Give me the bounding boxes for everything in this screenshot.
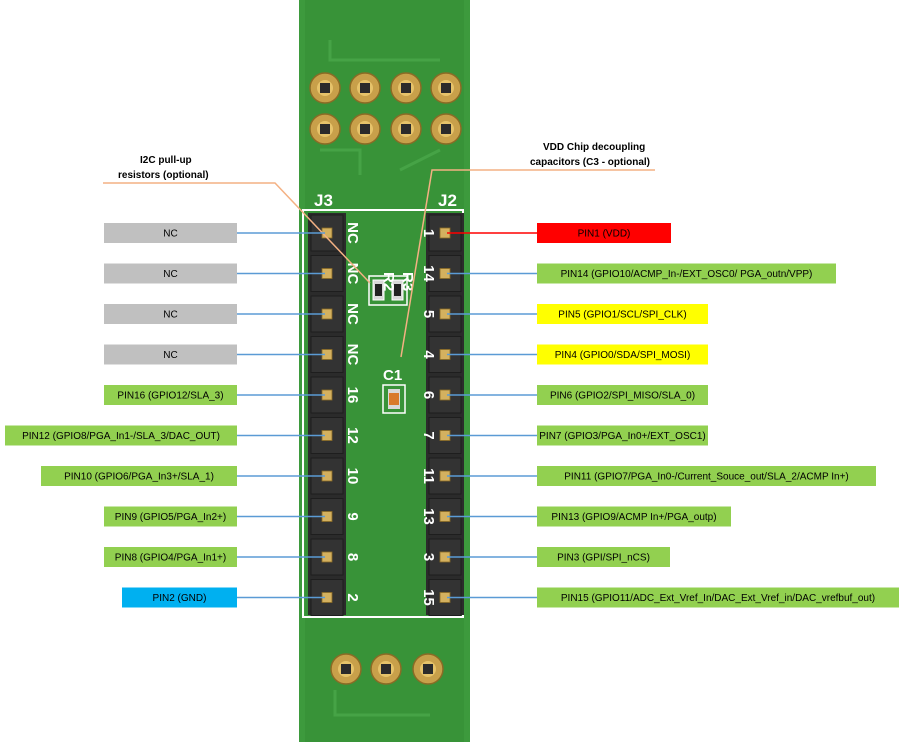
silk-label-j3: 9 xyxy=(344,512,361,520)
mounting-pad xyxy=(309,72,341,104)
pin-label: NC xyxy=(104,344,237,365)
pin-label: NC xyxy=(104,223,237,243)
silk-left-numbers: NC NC NC NC 16 12 10 9 8 2 xyxy=(344,222,361,602)
mounting-pad xyxy=(309,113,341,145)
pin-label: PIN4 (GPIO0/SDA/SPI_MOSI) xyxy=(537,344,708,365)
pin-label: PIN15 (GPIO11/ADC_Ext_Vref_In/DAC_Ext_Vr… xyxy=(537,587,899,608)
mounting-pad xyxy=(430,113,462,145)
pin-label: NC xyxy=(104,263,237,284)
pin-label-text: PIN14 (GPIO10/ACMP_In-/EXT_OSC0/ PGA_out… xyxy=(561,269,813,280)
mounting-pad xyxy=(412,653,444,685)
silk-right-numbers: 1 14 5 4 6 7 11 13 3 15 xyxy=(420,229,437,606)
pin-label-text: PIN5 (GPIO1/SCL/SPI_CLK) xyxy=(558,310,686,321)
pin-label: PIN1 (VDD) xyxy=(537,223,671,243)
label-r3: R3 xyxy=(399,272,416,291)
pin-label-text: PIN16 (GPIO12/SLA_3) xyxy=(117,391,223,402)
pin-label-text: NC xyxy=(163,229,177,240)
silk-label-j3: 10 xyxy=(344,468,361,485)
pin-label: PIN6 (GPIO2/SPI_MISO/SLA_0) xyxy=(537,385,708,405)
pin-label-text: PIN2 (GND) xyxy=(153,593,207,604)
mounting-pad xyxy=(370,653,402,685)
silk-label-j2: 5 xyxy=(420,310,437,318)
pin-label: PIN14 (GPIO10/ACMP_In-/EXT_OSC0/ PGA_out… xyxy=(537,263,836,284)
pin-label-text: PIN7 (GPIO3/PGA_In0+/EXT_OSC1) xyxy=(539,431,705,442)
header-pin xyxy=(428,538,462,576)
i2c-annotation-line2: resistors (optional) xyxy=(118,170,209,181)
capacitor-c1 xyxy=(382,384,406,414)
resistor-r3 xyxy=(391,279,404,301)
silk-label-j2: 13 xyxy=(420,508,437,525)
left-pin-labels: NC NC NC NC PIN16 (GPIO12/SLA_3) PIN12 (GPIO8… xyxy=(5,223,237,608)
top-mounting-pads xyxy=(309,72,462,145)
silk-label-j2: 11 xyxy=(420,468,437,484)
silk-label-j2: 4 xyxy=(420,350,437,359)
silk-label-j3: NC xyxy=(344,263,361,285)
pin-label: PIN8 (GPIO4/PGA_In1+) xyxy=(104,547,237,567)
pin-label-text: PIN9 (GPIO5/PGA_In2+) xyxy=(115,512,226,523)
right-pin-labels: PIN1 (VDD) PIN14 (GPIO10/ACMP_In-/EXT_OSC… xyxy=(537,223,899,608)
vdd-annotation-line1: VDD Chip decoupling xyxy=(543,142,645,153)
i2c-annotation-line xyxy=(103,182,371,284)
mounting-pad xyxy=(330,653,362,685)
label-c1: C1 xyxy=(383,367,402,384)
pin-label: PIN5 (GPIO1/SCL/SPI_CLK) xyxy=(537,304,708,324)
pin-label: PIN16 (GPIO12/SLA_3) xyxy=(104,385,237,405)
silk-label-j3: NC xyxy=(344,303,361,325)
pin-leader-lines xyxy=(237,232,537,599)
pin-label: PIN2 (GND) xyxy=(122,587,237,608)
header-j3-title: J3 xyxy=(314,191,333,210)
silk-label-j3: NC xyxy=(344,344,361,366)
pin-label-text: NC xyxy=(163,269,177,280)
i2c-annotation-line1: I2C pull-up xyxy=(140,155,192,166)
silk-label-j3: 16 xyxy=(344,387,361,404)
pin-label-text: PIN13 (GPIO9/ACMP In+/PGA_outp) xyxy=(551,512,716,523)
silk-label-j2: 6 xyxy=(420,391,437,399)
pin-label-text: NC xyxy=(163,310,177,321)
vdd-annotation-line2: capacitors (C3 - optional) xyxy=(530,157,650,168)
pin-label-text: PIN10 (GPIO6/PGA_In3+/SLA_1) xyxy=(64,472,214,483)
mounting-pad xyxy=(390,113,422,145)
pin-label-text: NC xyxy=(163,350,177,361)
pin-label-text: PIN6 (GPIO2/SPI_MISO/SLA_0) xyxy=(550,391,695,402)
pcb-traces xyxy=(320,40,441,717)
silk-label-j2: 3 xyxy=(420,553,437,561)
pin-label-text: PIN8 (GPIO4/PGA_In1+) xyxy=(115,553,226,564)
pin-label: PIN9 (GPIO5/PGA_In2+) xyxy=(104,506,237,527)
pin-label: PIN3 (GPI/SPI_nCS) xyxy=(537,547,670,567)
silk-label-j2: 15 xyxy=(420,589,437,606)
header-pin xyxy=(310,336,344,373)
header-j2-title: J2 xyxy=(438,191,457,210)
silk-label-j3: 8 xyxy=(344,553,361,561)
header-pins xyxy=(310,214,462,616)
mounting-pad xyxy=(430,72,462,104)
pin-label: PIN10 (GPIO6/PGA_In3+/SLA_1) xyxy=(41,466,237,486)
resistor-r2 xyxy=(372,279,385,301)
silk-label-j3: NC xyxy=(344,222,361,244)
pin-label-text: PIN3 (GPI/SPI_nCS) xyxy=(557,553,650,564)
pin-label-text: PIN12 (GPIO8/PGA_In1-/SLA_3/DAC_OUT) xyxy=(22,431,220,442)
pin-label-text: PIN1 (VDD) xyxy=(578,229,631,240)
silk-label-j3: 2 xyxy=(344,593,361,601)
pin-label: NC xyxy=(104,304,237,324)
pin-label: PIN13 (GPIO9/ACMP In+/PGA_outp) xyxy=(537,506,731,527)
pin-label-text: PIN15 (GPIO11/ADC_Ext_Vref_In/DAC_Ext_Vr… xyxy=(561,593,875,604)
header-pin xyxy=(428,457,462,495)
silk-label-j2: 7 xyxy=(420,431,437,439)
pin-label: PIN11 (GPIO7/PGA_In0-/Current_Souce_out/… xyxy=(537,466,876,486)
resistor-outline xyxy=(368,275,408,306)
silk-label-j3: 12 xyxy=(344,427,361,444)
pin-label-text: PIN11 (GPIO7/PGA_In0-/Current_Souce_out/… xyxy=(564,472,849,483)
mounting-pad xyxy=(390,72,422,104)
silk-label-j2: 1 xyxy=(420,229,437,237)
label-r2: R2 xyxy=(380,272,397,291)
pin-label-text: PIN4 (GPIO0/SDA/SPI_MOSI) xyxy=(555,350,691,361)
pin-label: PIN12 (GPIO8/PGA_In1-/SLA_3/DAC_OUT) xyxy=(5,425,237,446)
mounting-pad xyxy=(349,72,381,104)
pin-label: PIN7 (GPIO3/PGA_In0+/EXT_OSC1) xyxy=(537,425,708,446)
vdd-annotation-line xyxy=(400,169,655,358)
bottom-mounting-pads xyxy=(330,653,444,685)
silk-label-j2: 14 xyxy=(420,265,437,282)
mounting-pad xyxy=(349,113,381,145)
